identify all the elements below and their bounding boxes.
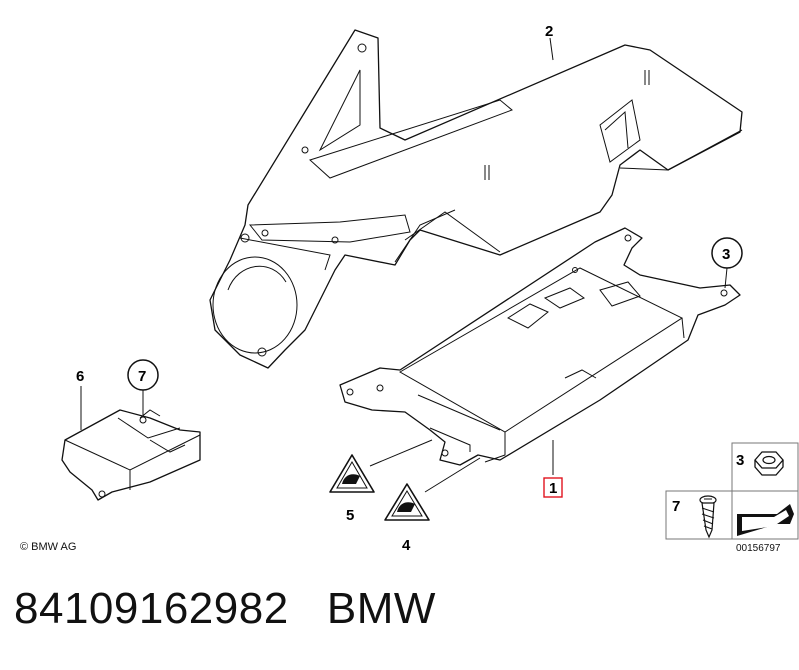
legend: 3 7 [665,442,799,540]
callout-5: 5 [346,507,354,524]
callout-7-circle: 7 [127,359,159,391]
callout-1: 1 [549,480,557,497]
legend-label-3: 3 [736,452,744,469]
callout-3: 3 [722,246,730,263]
screw-icon [699,495,717,539]
bracket-part-2 [209,29,743,369]
footer-spacer [289,584,327,633]
warning-label-part-5 [329,454,375,493]
part-number: 84109162982 [14,584,289,633]
arrow-icon [737,504,794,536]
callout-2: 2 [545,23,553,40]
nut-icon [754,451,784,476]
control-unit-part-1 [339,227,741,466]
warning-label-part-4 [384,483,430,521]
parts-diagram: 2 3 7 6 5 4 1 3 7 [61,23,799,554]
legend-label-7: 7 [672,498,680,515]
callout-1-box: 1 [543,477,563,498]
module-part-6 [61,409,201,501]
footer: 84109162982 BMW [14,584,436,634]
copyright-text: © BMW AG [20,541,77,553]
callout-4: 4 [402,537,411,554]
leader-lines [80,37,728,493]
callout-6: 6 [76,368,84,385]
diagram-reference-number: 00156797 [736,543,781,554]
callout-3-circle: 3 [711,237,743,269]
callout-7: 7 [138,368,146,385]
brand-name: BMW [326,584,436,633]
